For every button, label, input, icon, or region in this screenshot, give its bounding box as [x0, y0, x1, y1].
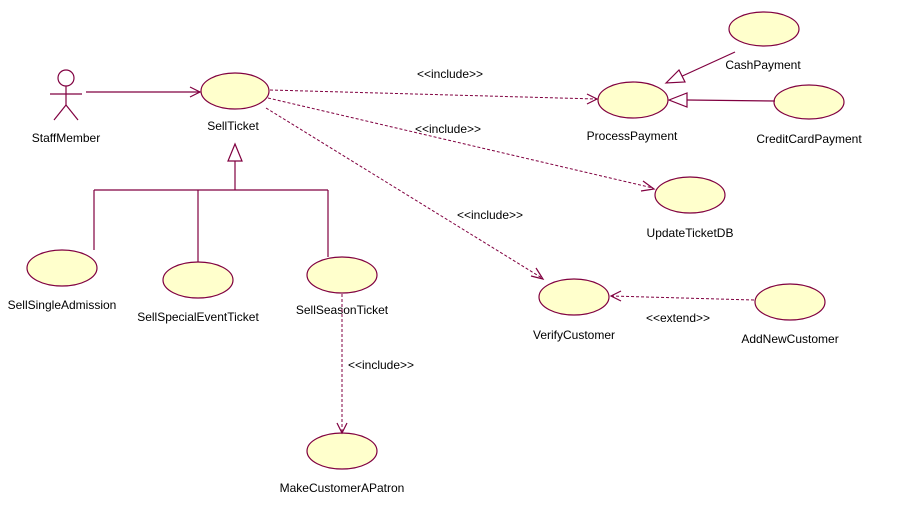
usecase-sell-special-event-ticket-label: SellSpecialEventTicket [137, 310, 259, 324]
usecase-sell-special-event-ticket[interactable] [162, 261, 234, 299]
actor-label: StaffMember [32, 131, 100, 145]
actor-right-leg [65, 104, 79, 121]
generalization-credit-head [667, 92, 688, 108]
extend-verify-customer-line[interactable] [610, 295, 755, 301]
generalization-cash-line[interactable] [677, 51, 736, 79]
include-update-ticket-db-line[interactable] [267, 97, 654, 189]
include-update-ticket-db-arrow [640, 180, 656, 192]
usecase-make-customer-a-patron[interactable] [306, 432, 378, 470]
include-process-payment-line[interactable] [269, 89, 597, 100]
generalization-cash-head [664, 68, 686, 84]
association-arrowhead [189, 86, 202, 98]
usecase-make-customer-a-patron-label: MakeCustomerAPatron [280, 481, 405, 495]
include-verify-customer-arrow [530, 267, 545, 280]
actor-head [57, 69, 75, 87]
usecase-sell-ticket[interactable] [200, 72, 270, 110]
usecase-sell-ticket-label: SellTicket [207, 119, 259, 133]
include-update-ticket-db-label: <<include>> [415, 122, 481, 136]
generalization-triangle-head [227, 142, 243, 162]
include-verify-customer-line[interactable] [265, 107, 543, 279]
usecase-cash-payment[interactable] [728, 11, 800, 47]
usecase-verify-customer-label: VerifyCustomer [533, 328, 615, 342]
usecase-process-payment-label: ProcessPayment [587, 129, 678, 143]
usecase-update-ticket-db-label: UpdateTicketDB [647, 226, 734, 240]
usecase-cash-payment-label: CashPayment [725, 58, 801, 72]
generalization-sell-ticket-tree[interactable] [93, 142, 329, 262]
usecase-add-new-customer[interactable] [754, 283, 826, 321]
usecase-update-ticket-db[interactable] [654, 176, 726, 214]
actor-left-leg [53, 104, 67, 121]
usecase-add-new-customer-label: AddNewCustomer [741, 332, 838, 346]
include-verify-customer-label: <<include>> [457, 208, 523, 222]
usecase-sell-single-admission[interactable] [26, 249, 98, 287]
usecase-sell-single-admission-label: SellSingleAdmission [8, 298, 117, 312]
usecase-credit-card-payment[interactable] [773, 84, 845, 120]
usecase-verify-customer[interactable] [538, 278, 610, 316]
generalization-credit-line[interactable] [686, 99, 776, 102]
usecase-credit-card-payment-label: CreditCardPayment [756, 132, 862, 146]
extend-verify-customer-label: <<extend>> [646, 311, 710, 325]
usecase-sell-season-ticket[interactable] [306, 256, 378, 294]
include-process-payment-label: <<include>> [417, 67, 483, 81]
include-process-payment-arrow [586, 93, 599, 105]
extend-verify-customer-arrow [609, 290, 622, 302]
include-make-patron-label: <<include>> [348, 358, 414, 372]
usecase-process-payment[interactable] [597, 81, 669, 119]
actor-staff-member[interactable] [50, 69, 82, 121]
include-make-patron-arrow [336, 422, 348, 435]
